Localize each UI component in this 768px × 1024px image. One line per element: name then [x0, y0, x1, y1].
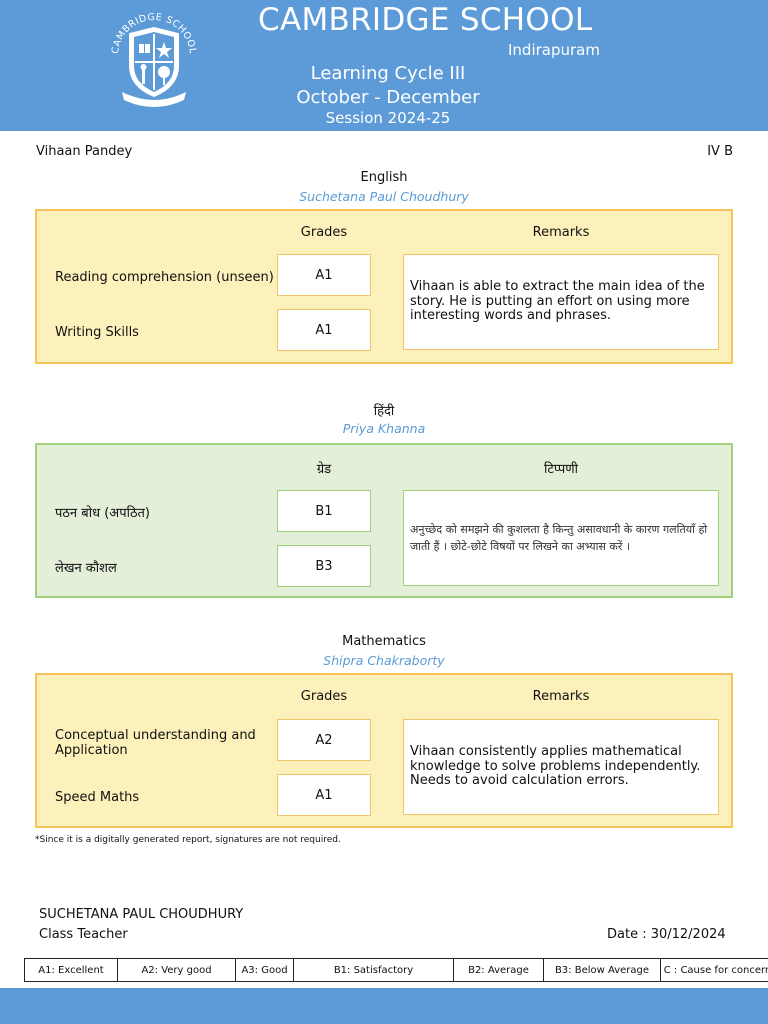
remark-text: Vihaan is able to extract the main idea … [403, 254, 719, 350]
skill-label: लेखन कौशल [55, 561, 117, 576]
skill-label: Speed Maths [55, 790, 140, 805]
grade-value: B1 [277, 490, 371, 532]
header-banner: CAMBRIDGE SCHOOL CAMBRIDGE SCHOOL Indira… [0, 0, 768, 131]
school-location: Indirapuram [508, 41, 600, 59]
grades-header: ग्रेड [316, 462, 332, 477]
skill-label: Writing Skills [55, 325, 139, 340]
student-name: Vihaan Pandey [36, 144, 133, 159]
hindi-assessment-panel: ग्रेड टिप्पणी पठन बोध (अपठित) B1 लेखन कौ… [35, 443, 733, 598]
skill-label: पठन बोध (अपठित) [55, 506, 150, 521]
skill-label: Conceptual understanding and Application [55, 728, 256, 758]
school-crest-logo: CAMBRIDGE SCHOOL [110, 12, 198, 107]
legend-item: B3: Below Average [544, 959, 661, 981]
grades-header: Grades [300, 689, 348, 704]
subject-teacher-english: Suchetana Paul Choudhury [299, 189, 469, 204]
legend-item: A2: Very good [118, 959, 236, 981]
english-assessment-panel: Grades Remarks Reading comprehension (un… [35, 209, 733, 364]
learning-cycle: Learning Cycle III [310, 63, 466, 84]
legend-item: C : Cause for concern [663, 964, 768, 976]
report-date: Date : 30/12/2024 [607, 927, 726, 942]
class-teacher-role: Class Teacher [39, 927, 128, 942]
legend-item: A1: Excellent [25, 959, 118, 981]
legend-item: B1: Satisfactory [294, 959, 454, 981]
grade-value: A1 [277, 774, 371, 816]
remark-text: Vihaan consistently applies mathematical… [403, 719, 719, 815]
subject-title-mathematics: Mathematics [342, 634, 426, 649]
subject-teacher-mathematics: Shipra Chakraborty [323, 653, 445, 668]
subject-title-hindi: हिंदी [373, 404, 395, 419]
mathematics-assessment-panel: Grades Remarks Conceptual understanding … [35, 673, 733, 828]
grade-value: A1 [277, 309, 371, 351]
student-class: IV B [707, 144, 733, 159]
grade-legend: A1: Excellent A2: Very good A3: Good B1:… [24, 958, 768, 982]
signature-footnote: *Since it is a digitally generated repor… [35, 835, 341, 845]
remarks-header: Remarks [532, 689, 590, 704]
legend-item: A3: Good [236, 959, 294, 981]
session: Session 2024-25 [325, 109, 451, 127]
subject-title-english: English [360, 170, 408, 185]
subject-teacher-hindi: Priya Khanna [342, 421, 426, 436]
remarks-header: Remarks [532, 225, 590, 240]
school-name: CAMBRIDGE SCHOOL [258, 2, 593, 38]
remarks-header: टिप्पणी [543, 462, 579, 477]
grades-header: Grades [300, 225, 348, 240]
remark-text: अनुच्छेद को समझने की कुशलता है किन्तु अस… [403, 490, 719, 586]
grade-value: B3 [277, 545, 371, 587]
term-period: October - December [296, 87, 480, 108]
grade-value: A2 [277, 719, 371, 761]
footer-banner [0, 988, 768, 1024]
legend-item: B2: Average [454, 959, 544, 981]
class-teacher-name: SUCHETANA PAUL CHOUDHURY [39, 907, 244, 922]
skill-label: Reading comprehension (unseen) [55, 270, 274, 285]
grade-value: A1 [277, 254, 371, 296]
